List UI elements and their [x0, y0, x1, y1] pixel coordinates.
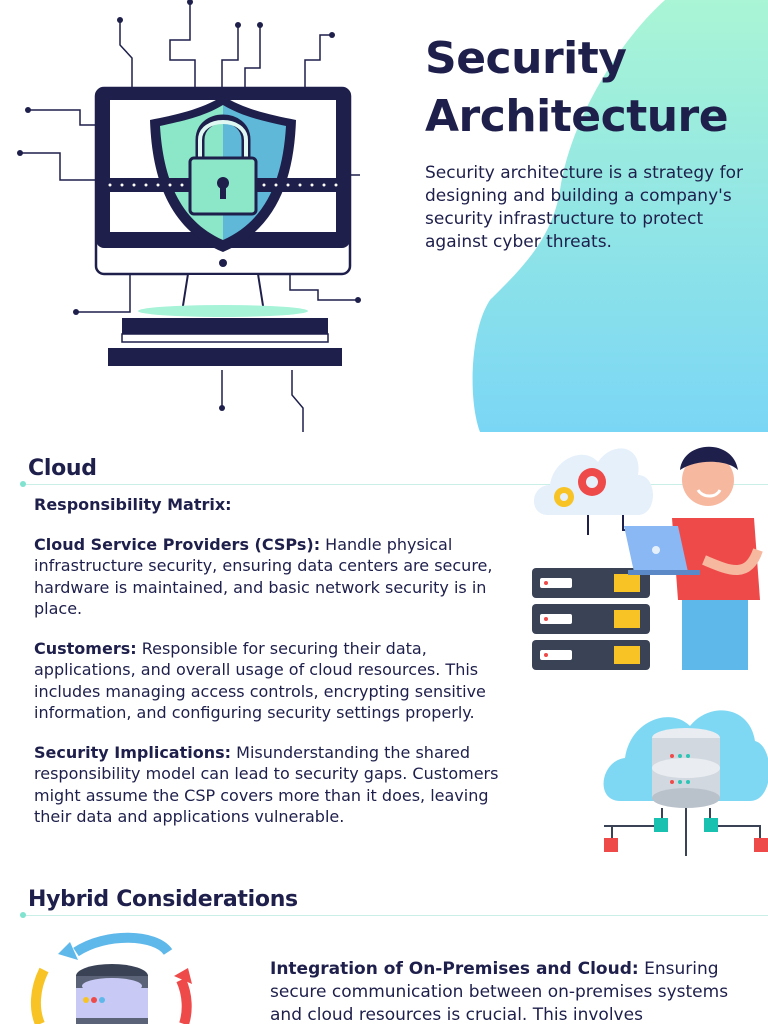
responsibility-matrix-label: Responsibility Matrix:: [34, 495, 232, 514]
section-divider: [20, 915, 768, 916]
laptop-icon: [624, 526, 700, 575]
title-line-1: Security: [425, 33, 627, 84]
sync-arrows-icon: [30, 932, 192, 1024]
csp-paragraph: Cloud Service Providers (CSPs): Handle p…: [34, 534, 493, 619]
cloud-heading: Cloud: [28, 456, 97, 481]
security-monitor-illustration: [17, 0, 361, 432]
cloud-section-body: Responsibility Matrix: Cloud Service Pro…: [34, 494, 504, 846]
gear-icon: [554, 487, 574, 507]
cloud-admin-illustration: [532, 446, 763, 670]
section-divider-dot: [20, 481, 26, 487]
customers-paragraph: Customers: Responsible for securing thei…: [34, 638, 486, 723]
intro-paragraph: Security architecture is a strategy for …: [425, 163, 743, 252]
section-divider-dot: [20, 912, 26, 918]
hybrid-sync-illustration: [30, 932, 192, 1024]
integration-paragraph: Integration of On-Premises and Cloud: En…: [270, 959, 729, 1024]
header-background-blob: [472, 0, 768, 432]
database-icon: [76, 964, 148, 1024]
database-icon: [652, 728, 720, 808]
page-title: Security Architecture: [425, 30, 755, 146]
title-line-2: Architecture: [425, 91, 729, 142]
server-icon: [532, 568, 650, 670]
hybrid-heading: Hybrid Considerations: [28, 887, 298, 912]
cloud-database-illustration: [603, 710, 768, 856]
security-implications-paragraph: Security Implications: Misunderstanding …: [34, 742, 499, 827]
section-divider: [20, 484, 768, 485]
gear-icon: [578, 468, 606, 496]
